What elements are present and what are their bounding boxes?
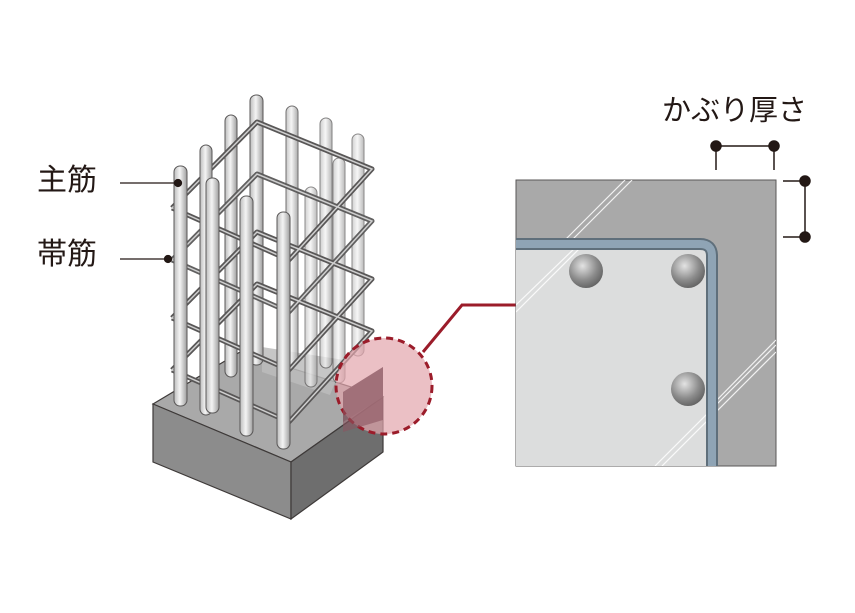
- callout-circle: [334, 336, 434, 436]
- label-hoop: 帯筋: [37, 237, 97, 272]
- main-rebars-front: [173, 144, 291, 450]
- label-cover-thickness: かぶり厚さ: [662, 93, 808, 127]
- main-rebar-sections: [569, 254, 705, 406]
- enlarged-section-view: [515, 140, 811, 467]
- cover-dimension-vertical: [783, 175, 811, 243]
- label-main-rebar: 主筋: [37, 163, 97, 198]
- cover-dimension-horizontal: [710, 140, 780, 170]
- label-leaders: [120, 178, 183, 264]
- callout-connector: [421, 303, 516, 353]
- rebar-column-illustration: [120, 94, 516, 521]
